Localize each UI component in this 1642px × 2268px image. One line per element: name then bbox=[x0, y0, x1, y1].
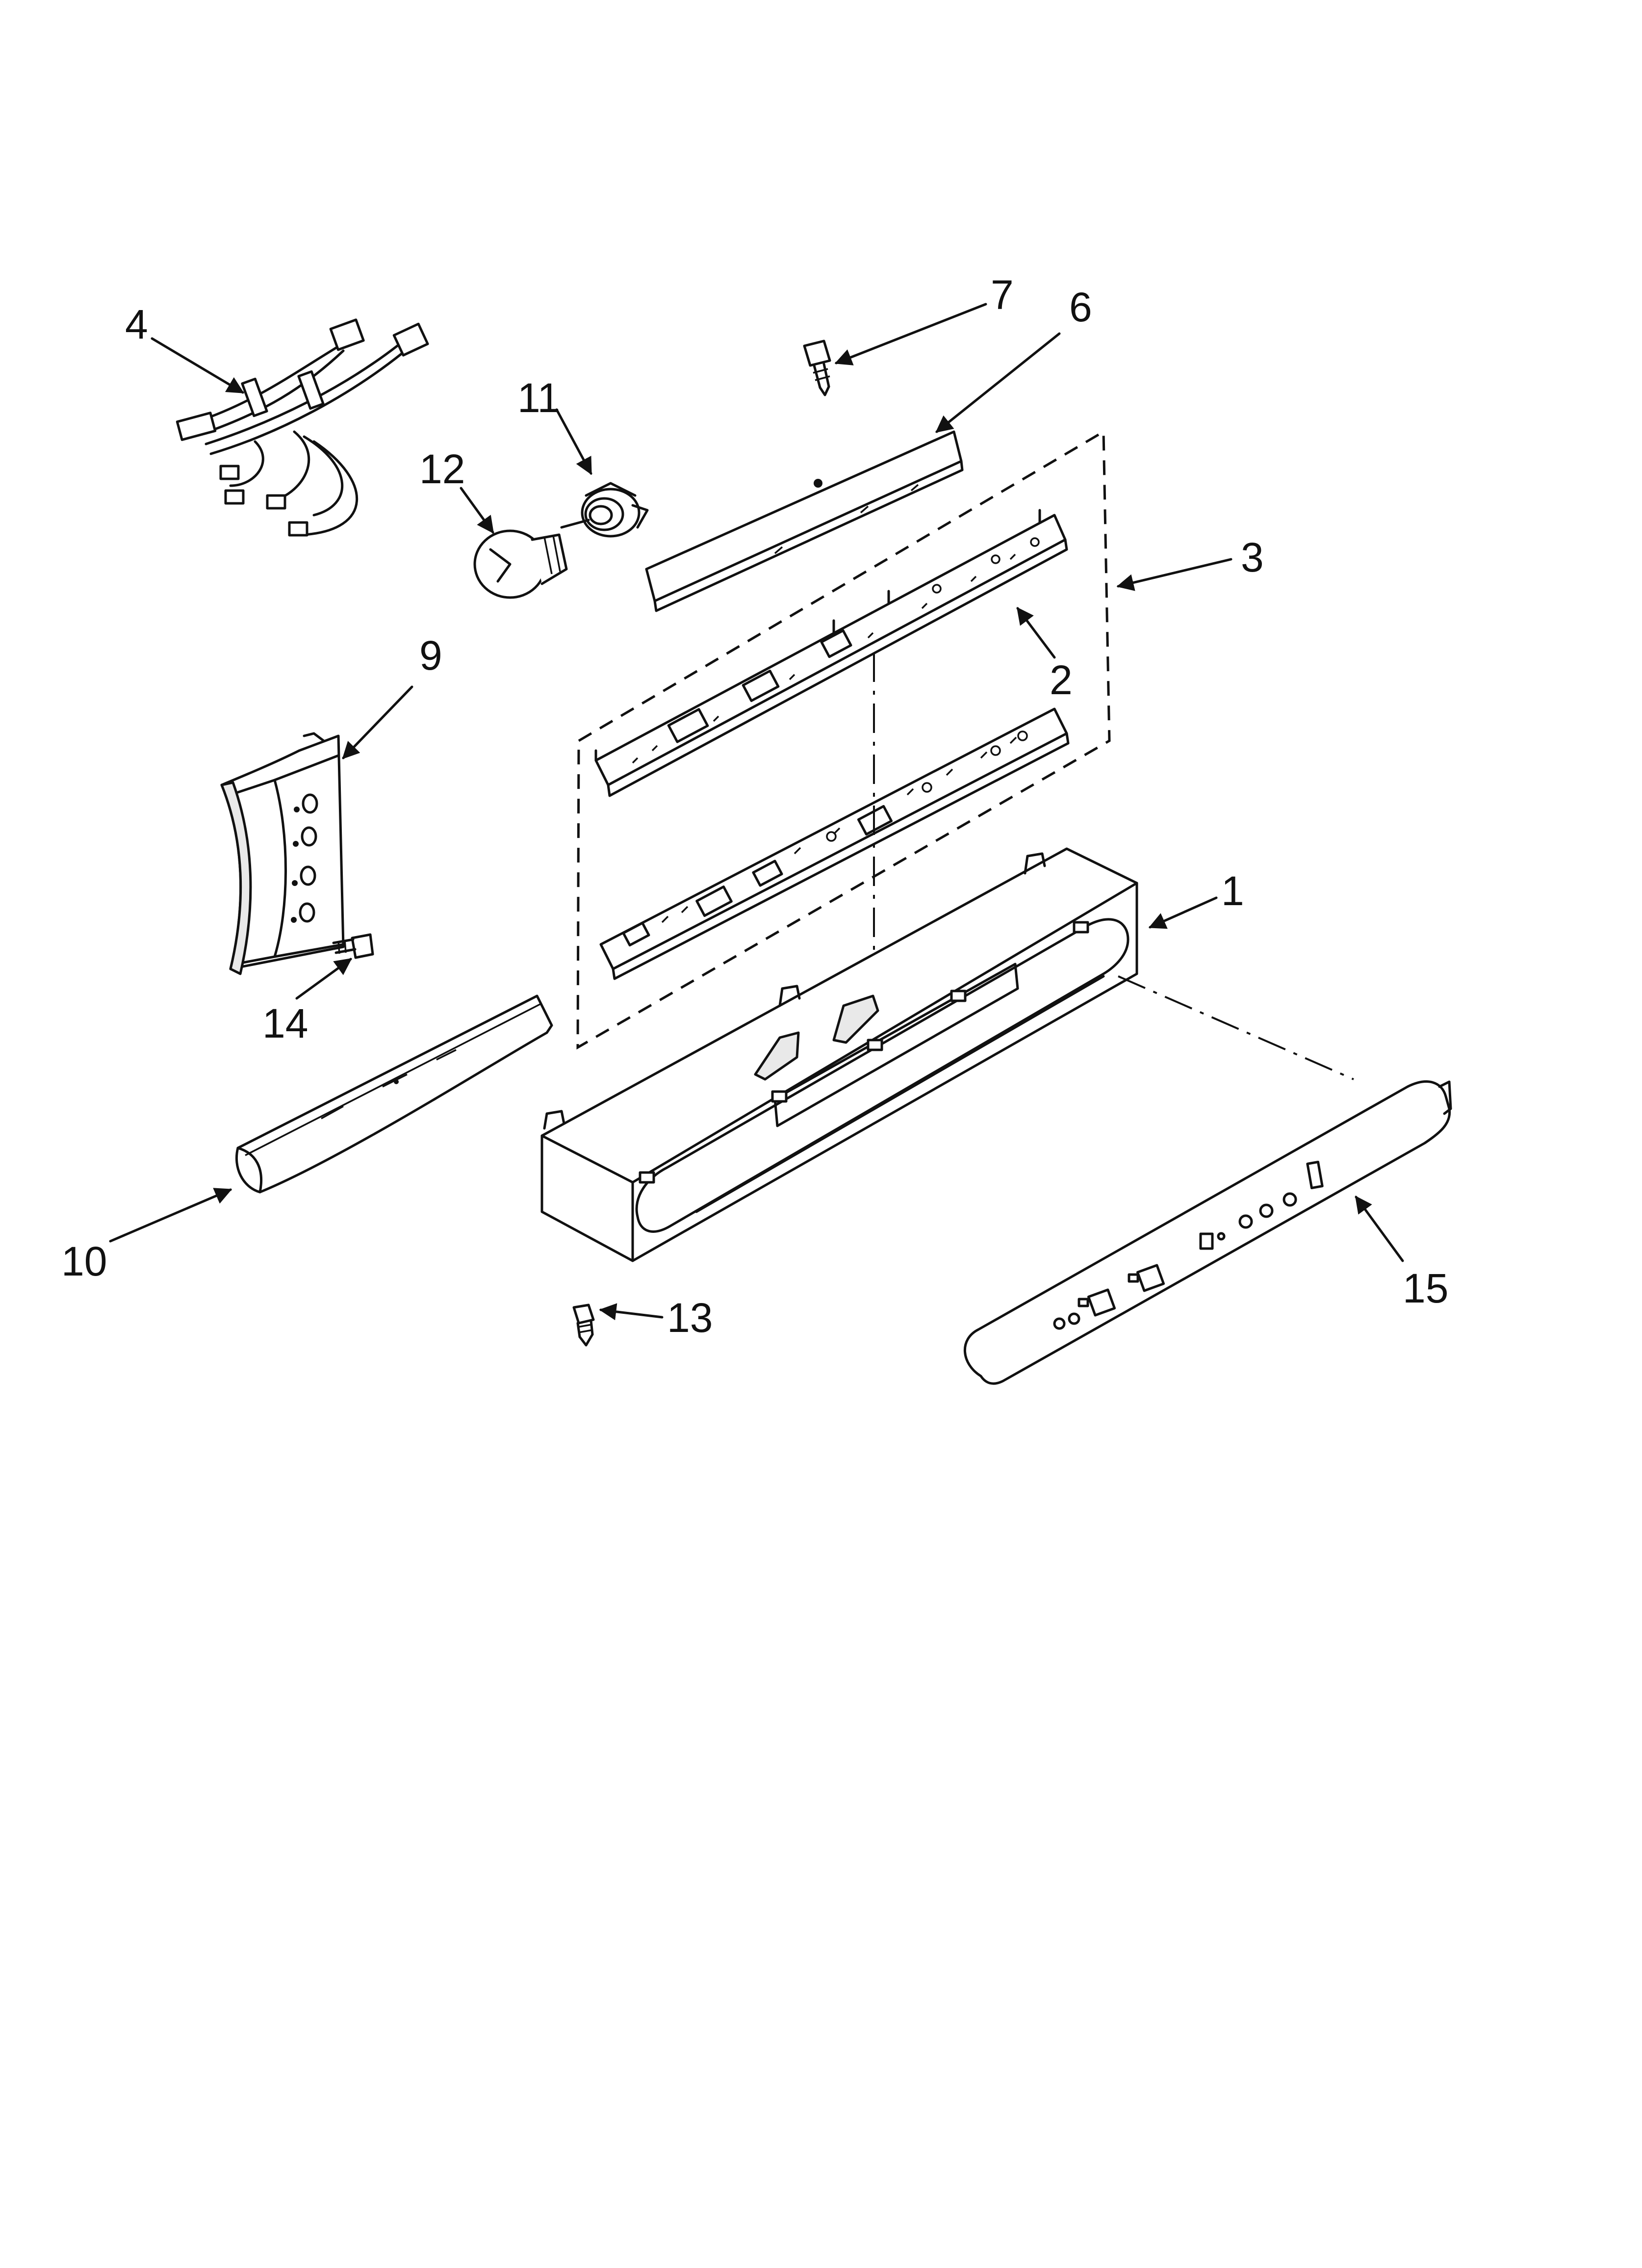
callout-15: 15 bbox=[1403, 1265, 1448, 1311]
screw-part-7 bbox=[803, 339, 831, 396]
leader-11 bbox=[555, 408, 592, 475]
callout-10: 10 bbox=[61, 1238, 107, 1284]
callout-1: 1 bbox=[1221, 868, 1244, 914]
dispenser-bezel-part bbox=[220, 732, 345, 975]
leader-15 bbox=[1355, 1196, 1404, 1262]
light-bulb-part bbox=[473, 529, 568, 599]
trim-strip-part bbox=[235, 994, 553, 1194]
control-board-lower bbox=[599, 707, 1070, 980]
callout-4: 4 bbox=[125, 301, 148, 347]
cover-plate-part bbox=[645, 430, 964, 612]
callout-9: 9 bbox=[419, 632, 442, 678]
leader-13 bbox=[599, 1303, 664, 1321]
lamp-socket-part bbox=[560, 482, 649, 538]
leader-3 bbox=[1116, 558, 1232, 591]
leader-12 bbox=[460, 487, 494, 534]
leader-14 bbox=[295, 958, 352, 1000]
leader-9 bbox=[342, 685, 413, 759]
assembly-boundary-box bbox=[576, 429, 1111, 1050]
screw-part-14 bbox=[332, 933, 374, 959]
control-board-upper bbox=[594, 509, 1068, 797]
leader-10 bbox=[109, 1188, 232, 1243]
callout-12: 12 bbox=[419, 446, 465, 492]
callout-3: 3 bbox=[1241, 534, 1264, 580]
leader-2 bbox=[1016, 607, 1056, 659]
leader-1 bbox=[1148, 896, 1218, 929]
alignment-line-diagonal bbox=[1118, 975, 1354, 1080]
callout-numbers: 4 11 12 7 6 3 2 9 14 10 1 13 15 bbox=[61, 272, 1448, 1341]
wire-harness-part bbox=[176, 318, 429, 537]
control-panel-overlay-part bbox=[964, 1080, 1452, 1385]
callout-11: 11 bbox=[517, 375, 560, 421]
leader-7 bbox=[834, 303, 987, 365]
screw-part-13 bbox=[572, 1303, 595, 1347]
callout-7: 7 bbox=[991, 272, 1014, 318]
callout-6: 6 bbox=[1069, 284, 1092, 330]
callout-14: 14 bbox=[262, 1000, 308, 1046]
callout-13: 13 bbox=[667, 1295, 713, 1341]
callout-2: 2 bbox=[1050, 657, 1073, 703]
leader-lines bbox=[109, 303, 1404, 1321]
control-housing-part bbox=[540, 847, 1138, 1262]
leader-4 bbox=[151, 337, 245, 394]
leader-6 bbox=[935, 332, 1061, 433]
